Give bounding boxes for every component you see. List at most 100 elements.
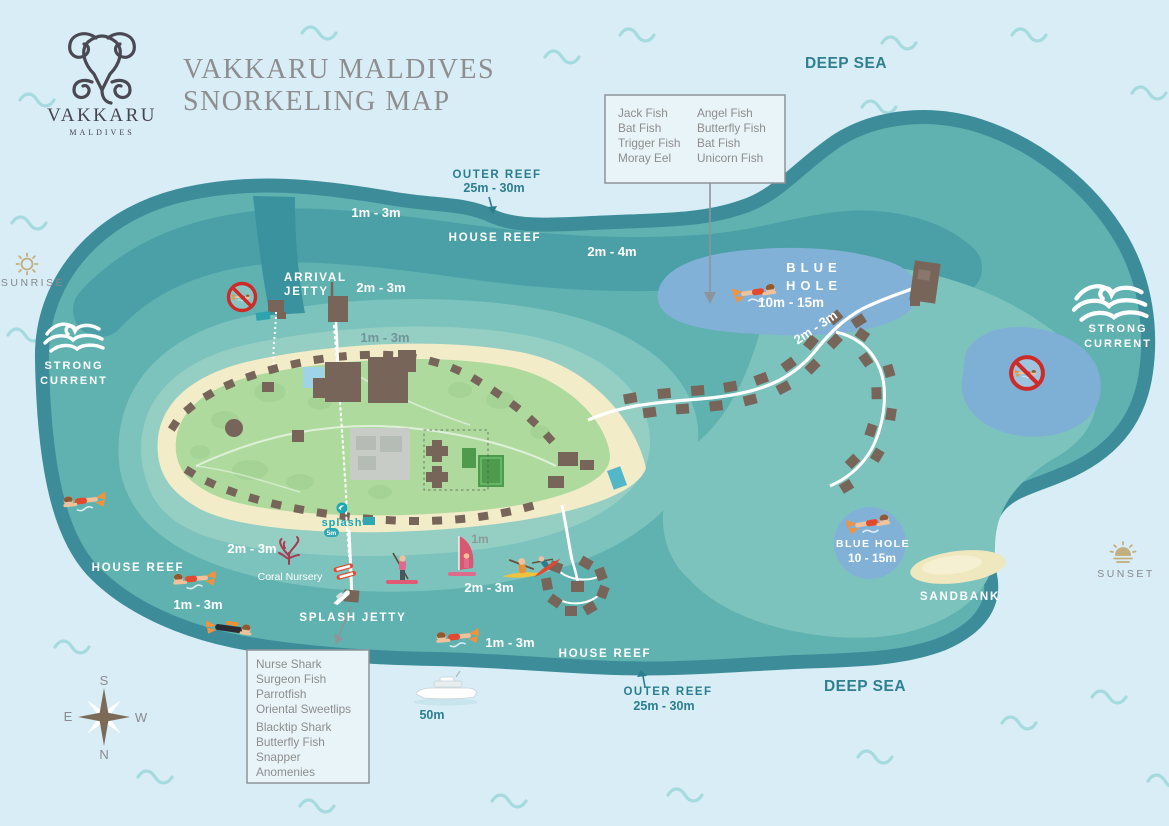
beach-villa bbox=[290, 358, 302, 369]
water-villa bbox=[869, 447, 885, 463]
arrival-jetty-label: JETTY bbox=[284, 286, 329, 298]
boardwalk-main bbox=[587, 307, 863, 422]
fish-item: Butterfly Fish bbox=[697, 121, 766, 135]
splash-center bbox=[324, 502, 375, 537]
wave-squiggle bbox=[880, 35, 918, 51]
fish-item: Snapper bbox=[256, 750, 301, 764]
overwater-restaurant bbox=[909, 260, 941, 306]
boardwalk-spur bbox=[829, 330, 887, 488]
beach-villa bbox=[454, 514, 466, 524]
fish-item: Jack Fish bbox=[618, 106, 668, 120]
water-villa bbox=[742, 393, 758, 407]
arrival-jetty-label: ARRIVAL bbox=[284, 272, 347, 284]
water-villa bbox=[622, 392, 638, 405]
water-villa bbox=[657, 387, 672, 400]
sports-courts bbox=[462, 448, 504, 487]
water-villa bbox=[723, 380, 738, 393]
beach-villa bbox=[428, 356, 440, 368]
yacht-icon bbox=[414, 670, 478, 706]
splash-jetty-structures bbox=[333, 511, 360, 606]
water-villa bbox=[838, 479, 855, 494]
beach-villa bbox=[470, 374, 483, 387]
fish-item: Moray Eel bbox=[618, 151, 671, 165]
strong-current-icon-left bbox=[43, 322, 105, 353]
vakkaru-logo-mark bbox=[68, 32, 136, 105]
compass-right: W bbox=[135, 710, 148, 725]
paddleboarder bbox=[386, 552, 418, 584]
blue-hole-small-label: BLUE HOLE bbox=[836, 538, 910, 550]
beach-villa bbox=[382, 350, 394, 360]
water-villa bbox=[780, 356, 797, 373]
depth-marker: 1m - 3m bbox=[360, 330, 409, 345]
sunset-icon bbox=[1109, 541, 1137, 563]
strong-current-right: STRONG bbox=[1088, 323, 1147, 335]
beach-villa bbox=[204, 477, 217, 489]
wave-squiggle bbox=[298, 798, 336, 814]
brand-header: VAKKARU MALDIVES VAKKARU MALDIVES SNORKE… bbox=[47, 32, 495, 137]
water-villa bbox=[854, 327, 871, 343]
water-villa bbox=[690, 385, 705, 397]
wave-squiggle bbox=[860, 99, 898, 115]
depth-marker: 2m - 4m bbox=[587, 244, 636, 259]
depth-marker: 2m - 3m bbox=[356, 280, 405, 295]
kayaker-red bbox=[532, 556, 561, 578]
sandbank-highlight bbox=[922, 555, 982, 575]
beach-villa bbox=[408, 516, 420, 526]
sunrise-label: SUNRISE bbox=[1, 277, 65, 289]
beach-villa bbox=[339, 511, 351, 521]
beach-villa bbox=[508, 399, 522, 413]
outer-reef-depth-top: 25m - 30m bbox=[463, 181, 524, 195]
water-villa bbox=[844, 453, 861, 470]
wave-squiggle bbox=[543, 49, 581, 65]
blue-hole-depth: 10m - 15m bbox=[758, 295, 824, 310]
page-title-line2: SNORKELING MAP bbox=[183, 86, 451, 117]
no-snorkeling-sign bbox=[229, 284, 256, 311]
beach-villa bbox=[183, 465, 197, 478]
water-villa bbox=[864, 422, 878, 438]
beach-villa bbox=[316, 508, 328, 518]
blue-hole-small-depth: 10 - 15m bbox=[848, 551, 896, 565]
strong-current-icon-right bbox=[1074, 286, 1147, 320]
depth-marker: 1m - 3m bbox=[173, 597, 222, 612]
page-title-line1: VAKKARU MALDIVES bbox=[183, 54, 495, 85]
beach-villas-south bbox=[183, 465, 535, 526]
beach-villa bbox=[385, 516, 396, 525]
beach-villa bbox=[202, 388, 215, 401]
callout-arrow bbox=[334, 633, 343, 645]
no-snorkeling-sign bbox=[1011, 357, 1043, 389]
outer-reef-label-top: OUTER REEF bbox=[452, 169, 541, 181]
fish-item: Nurse Shark bbox=[256, 657, 322, 671]
beach-villa bbox=[293, 504, 305, 514]
blue-hole-label: HOLE bbox=[786, 278, 842, 293]
fish-item: Oriental Sweetlips bbox=[256, 702, 351, 716]
arrival-channel bbox=[253, 196, 305, 315]
wave-squiggle bbox=[300, 25, 338, 41]
beach-pool bbox=[607, 466, 627, 490]
water-villa bbox=[882, 363, 896, 379]
beach-villa bbox=[500, 507, 512, 518]
actors bbox=[61, 281, 893, 706]
compass-left: E bbox=[64, 709, 73, 724]
beach-villa bbox=[477, 511, 489, 522]
resort-buildings bbox=[225, 350, 594, 488]
depth-marker: 1m - 3m bbox=[351, 205, 400, 220]
fish-item: Parrotfish bbox=[256, 687, 306, 701]
fish-callout-blue-hole: Jack Fish Bat Fish Trigger Fish Moray Ee… bbox=[604, 94, 786, 304]
wave-squiggle bbox=[1010, 27, 1048, 43]
depth-marker: 1m bbox=[471, 532, 488, 546]
sandbank-label: SANDBANK bbox=[920, 591, 1000, 603]
fish-item: Bat Fish bbox=[618, 121, 661, 135]
compass-rose: S N E W bbox=[64, 673, 148, 762]
depth-marker: 2m - 3m bbox=[464, 580, 513, 595]
deep-sea-label-top: DEEP SEA bbox=[805, 55, 887, 72]
sunset-label: SUNSET bbox=[1097, 568, 1155, 580]
beach-villa bbox=[449, 363, 463, 376]
beach-villa bbox=[431, 516, 443, 525]
beach-villa bbox=[522, 501, 535, 513]
wave-squiggle bbox=[490, 793, 528, 809]
kayaker-yellow bbox=[502, 558, 543, 578]
water-villas-spur bbox=[838, 327, 897, 494]
strong-current-right: CURRENT bbox=[1084, 338, 1152, 350]
wave-squiggle bbox=[1130, 85, 1168, 101]
overwater-structures bbox=[255, 260, 941, 616]
